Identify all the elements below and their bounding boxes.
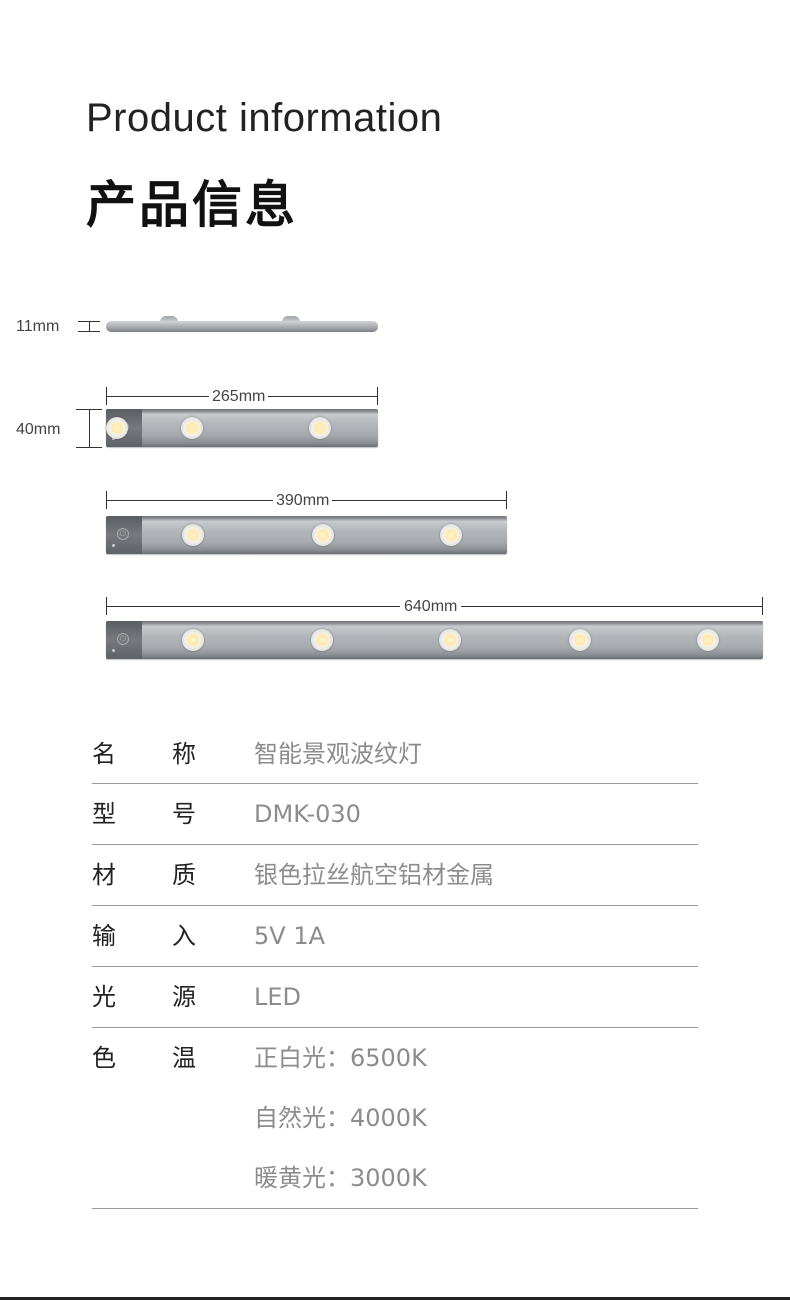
length-label-390: 390mm <box>273 492 333 510</box>
spec-value: LED <box>254 983 302 1011</box>
height-label: 40mm <box>16 421 61 438</box>
spec-key: 温 <box>172 1044 196 1072</box>
spec-key: 源 <box>172 983 196 1011</box>
power-icon: ⏻ <box>117 528 129 540</box>
light-bar-640: ⏻ <box>106 621 763 659</box>
spec-key: 色 <box>92 1044 116 1072</box>
led-icon <box>181 417 203 439</box>
power-icon: ⏻ <box>117 633 129 645</box>
length-label-265: 265mm <box>209 388 269 406</box>
led-icon <box>569 629 591 651</box>
spec-value: 5V 1A <box>254 922 326 950</box>
spec-row-name: 名 称 智能景观波纹灯 <box>92 724 698 784</box>
light-bar-265: ⏻ <box>106 409 378 447</box>
spec-key: 称 <box>172 740 196 768</box>
spec-key: 输 <box>92 922 116 950</box>
led-icon <box>439 629 461 651</box>
spec-key: 号 <box>172 800 196 828</box>
light-bar-390: ⏻ <box>106 516 507 554</box>
spec-value: 银色拉丝航空铝材金属 <box>254 861 494 889</box>
spec-value: 暖黄光：3000K <box>254 1164 427 1192</box>
led-icon <box>312 524 334 546</box>
led-icon <box>311 629 333 651</box>
spec-table: 名 称 智能景观波纹灯 型 号 DMK-030 材 质 银色拉丝航空铝材金属 输… <box>92 724 698 1209</box>
spec-row-material: 材 质 银色拉丝航空铝材金属 <box>92 845 698 906</box>
spec-key: 型 <box>92 800 116 828</box>
spec-key: 入 <box>172 922 196 950</box>
led-icon <box>309 417 331 439</box>
page-title-cn: 产品信息 <box>86 176 298 234</box>
spec-row-light-source: 光 源 LED <box>92 967 698 1028</box>
led-icon <box>182 524 204 546</box>
spec-key: 材 <box>92 861 116 889</box>
led-icon <box>440 524 462 546</box>
thickness-label: 11mm <box>16 318 60 335</box>
spec-key: 名 <box>92 740 116 768</box>
spec-value: DMK-030 <box>254 800 361 828</box>
led-icon <box>697 629 719 651</box>
length-label-640: 640mm <box>400 598 462 616</box>
light-bar-side-view <box>106 316 378 332</box>
spec-value: 正白光：6500K <box>254 1044 427 1072</box>
spec-key: 质 <box>172 861 196 889</box>
spec-value: 智能景观波纹灯 <box>254 740 422 768</box>
bottom-divider <box>0 1297 790 1300</box>
spec-row-model: 型 号 DMK-030 <box>92 784 698 845</box>
spec-value: 自然光：4000K <box>254 1104 427 1132</box>
spec-row-color-temp: 色 温 正白光：6500K 自然光：4000K 暖黄光：3000K <box>92 1028 698 1209</box>
page-title-en: Product information <box>86 96 443 140</box>
spec-key: 光 <box>92 983 116 1011</box>
spec-row-input: 输 入 5V 1A <box>92 906 698 967</box>
led-icon <box>182 629 204 651</box>
